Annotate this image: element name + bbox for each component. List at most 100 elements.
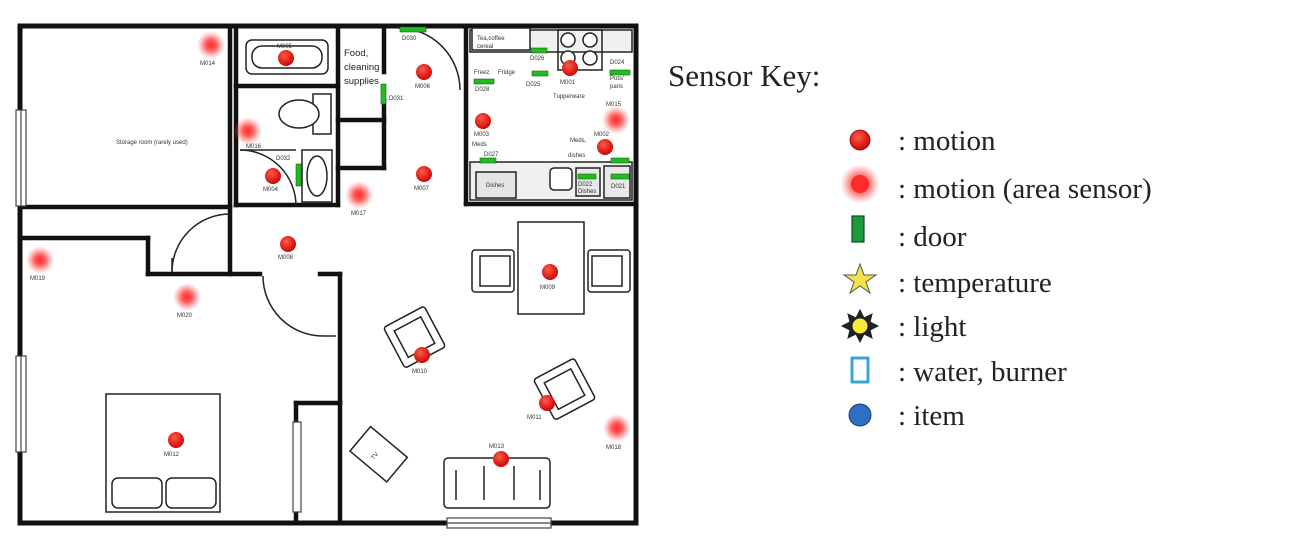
key-label-door: : door [898,221,967,253]
door-sensors: D030 D031 D032 D026 D024 D028 D025 D027 … [276,26,631,190]
motion-sensor-dot [493,451,509,467]
key-label-water-burner: : water, burner [898,356,1067,388]
fixtures [105,27,633,513]
area-sensor-label: M015 [606,102,622,108]
door-sensor-label: D021 [611,184,626,190]
area-sensor-label: M020 [177,313,193,319]
motion-sensor-label: M003 [474,132,490,138]
tea-label-line2: cereal [477,44,493,50]
motion-sensor-dot [265,168,281,184]
sensor-key-title: Sensor Key: [668,58,820,93]
door-sensor-bar [295,163,302,187]
food-label-line3: supplies [344,76,379,87]
area-sensor-dot [197,31,225,59]
motion-sensor-label: M010 [412,369,428,375]
door-sensor-bar [610,173,630,180]
door-sensor-bar [473,78,495,85]
door-sensor-bar [479,157,497,164]
motion-sensor-dot [542,264,558,280]
area-sensor-label: M018 [606,445,622,451]
motion-sensor-label: M001 [560,80,576,86]
key-label-motion: : motion [898,125,996,157]
tv-label: TV [371,452,381,462]
meds-right-label-line2: dishes [568,153,585,159]
motion-sensor-label: M005 [277,44,293,50]
tea-label-line1: Tea,coffee [477,36,505,42]
food-label-line1: Food, [344,48,368,59]
motion-sensor-dot [278,50,294,66]
door-sensor-icon [851,215,865,243]
motion-sensor-dot [475,113,491,129]
area-sensor-label: M014 [200,61,216,67]
interior-walls [17,23,639,526]
motion-sensor-dot [416,64,432,80]
door-sensor-bar [610,157,630,164]
motion-sensor-dot [597,139,613,155]
key-label-item: : item [898,400,965,432]
door-sensor-label: D024 [610,60,625,66]
light-sun-icon [840,308,880,344]
water-burner-icon [850,356,870,384]
freezer-label: Freez. [474,70,491,76]
motion-sensor-dot [539,395,555,411]
key-label-light: : light [898,311,966,343]
area-sensor-dot [234,117,262,145]
area-sensor-dot [603,414,631,442]
motion-sensor-label: M002 [594,132,610,138]
fridge-label: Fridge [498,70,516,76]
meds-left-label: Meds [472,142,487,148]
motion-sensor-dot [562,60,578,76]
area-sensor-dot [602,106,630,134]
windows [15,109,552,529]
area-sensor-dot [26,246,54,274]
door-sensor-bar [609,69,631,76]
door-sensor-bar [577,173,597,180]
tupperware-label: Tupperware [553,94,585,100]
door-sensor-bar [531,70,549,77]
door-sensor-label: D026 [530,56,545,62]
door-sensor-label: D032 [276,156,291,162]
door-sensor-label: D030 [402,36,417,42]
pots-label-line1: Pots/ [610,76,624,82]
area-sensor-dot [173,283,201,311]
area-sensor-label: M019 [30,276,46,282]
outer-walls [17,23,639,526]
motion-sensor-dot [168,432,184,448]
motion-sensor-label: M012 [164,452,180,458]
door-sensor-bar [530,47,548,54]
motion-sensor-label: M011 [527,415,542,421]
storage-room-label: Storage room (rarely used) [116,140,188,146]
door-sensor-label: D027 [484,152,499,158]
food-label-line2: cleaning [344,62,379,73]
door-sensor-label: D025 [526,82,541,88]
motion-sensor-label: M008 [278,255,294,261]
door-sensor-label: D022 [578,182,593,188]
door-swings [171,27,461,337]
door-sensor-label: D028 [475,87,490,93]
key-label-area-sensor: : motion (area sensor) [898,173,1152,205]
area-sensor-label: M017 [351,211,367,217]
motion-icon [849,129,871,151]
motion-sensor-label: M006 [415,84,431,90]
motion-sensor-dot [414,347,430,363]
door-sensor-bar [380,83,387,105]
sensor-key: Sensor Key: : motion : motion (area sens… [668,58,1152,432]
dishes-left-label: Dishes [486,183,504,189]
motion-sensor-dot [280,236,296,252]
motion-sensor-dot [416,166,432,182]
motion-sensors: M005 M006 M001 M003 M002 M004 M007 M008 … [164,44,613,467]
motion-sensor-label: M009 [540,285,556,291]
item-dot-icon [848,403,872,427]
area-sensors: M014 M016 M017 M019 M020 M015 M018 [26,31,631,451]
area-sensor-icon-core [851,175,869,193]
motion-sensor-label: M004 [263,187,279,193]
motion-sensor-label: M013 [489,444,505,450]
area-sensor-dot [345,181,373,209]
area-sensor-label: M016 [246,144,262,150]
pots-label-line2: pans [610,84,623,90]
temperature-star-icon [842,262,878,295]
key-label-temperature: : temperature [898,267,1052,299]
dishes-right-label: Dishes [578,189,596,195]
